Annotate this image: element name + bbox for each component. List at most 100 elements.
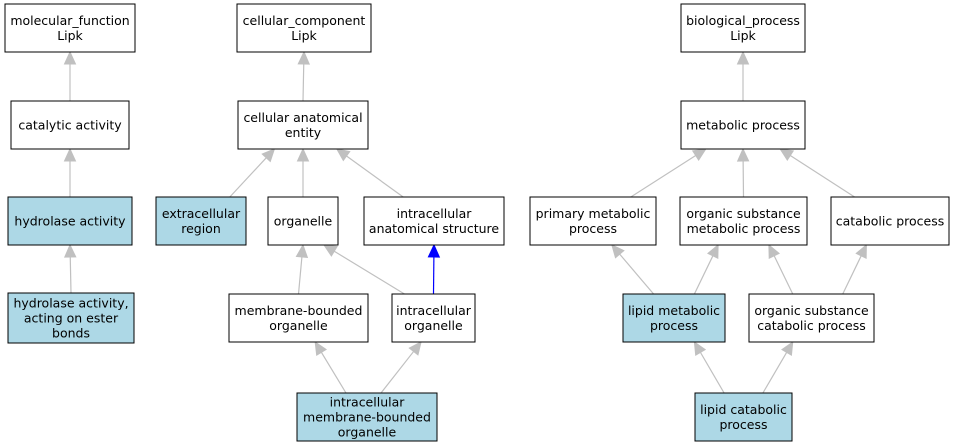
node-label: catalytic activity	[18, 118, 122, 133]
edge-line	[699, 352, 725, 394]
edge-arrowhead	[707, 243, 719, 259]
node-label: anatomical structure	[369, 221, 499, 236]
edge-line	[693, 255, 714, 295]
node-label: organelle	[269, 318, 328, 333]
node-box	[7, 196, 133, 246]
edge-line	[773, 255, 794, 295]
node-box	[694, 392, 793, 442]
edge-arrowhead	[297, 50, 311, 65]
node-catalytic[interactable]: catalytic activity	[10, 100, 130, 150]
edge-line	[346, 155, 404, 198]
node-label: primary metabolic	[536, 206, 651, 221]
node-label: lipid catabolic	[700, 402, 787, 417]
edge-arrowhead	[408, 341, 422, 356]
edge-arrowhead	[736, 147, 750, 162]
edge-lipid_cat-to-lipid_met	[693, 340, 725, 394]
node-catabolic[interactable]: catabolic process	[830, 196, 950, 246]
edge-hydrolase_ester-to-hydrolase	[63, 243, 77, 294]
edge-line	[619, 253, 655, 295]
node-label: membrane-bounded	[303, 410, 431, 425]
edge-arrowhead	[693, 340, 707, 356]
edge-arrowhead	[768, 243, 781, 259]
node-box	[228, 293, 369, 343]
node-box	[748, 293, 875, 343]
edge-extracellular-to-cae	[229, 148, 276, 198]
edge-organelle-to-cae	[296, 147, 310, 197]
node-box	[7, 292, 135, 344]
edge-mbo-to-organelle	[295, 243, 309, 295]
node-label: process	[650, 318, 698, 333]
node-hydrolase[interactable]: hydrolase activity	[7, 196, 133, 246]
edge-arrowhead	[63, 50, 77, 65]
edges-layer	[63, 50, 867, 394]
edge-imbo-to-io	[380, 341, 422, 394]
node-box	[680, 3, 806, 53]
edge-line	[333, 250, 405, 295]
edge-line	[297, 256, 303, 295]
edge-arrowhead	[779, 148, 795, 162]
node-label: organelle	[274, 214, 333, 229]
edge-io-to-ias	[427, 243, 441, 295]
node-label: metabolic process	[687, 221, 801, 236]
node-box	[679, 196, 808, 246]
node-box	[4, 3, 136, 53]
node-box	[529, 196, 657, 246]
node-label: acting on ester	[24, 311, 119, 326]
node-metabolic[interactable]: metabolic process	[680, 100, 806, 150]
edge-io-to-organelle	[322, 244, 405, 295]
node-label: extracellular	[162, 206, 241, 221]
node-label: intracellular	[397, 206, 473, 221]
edge-arrowhead	[736, 50, 750, 65]
node-box	[267, 196, 339, 246]
node-label: membrane-bounded	[235, 303, 363, 318]
edge-metabolic-to-bp_root	[736, 50, 750, 101]
edge-line	[320, 351, 347, 394]
node-label: catabolic process	[836, 214, 945, 229]
node-label: process	[719, 417, 767, 432]
node-label: hydrolase activity,	[13, 296, 128, 311]
node-label: organic substance	[686, 206, 801, 221]
node-label: metabolic process	[686, 118, 800, 133]
node-label: organelle	[404, 318, 463, 333]
edge-line	[789, 155, 855, 198]
edge-arrowhead	[63, 243, 77, 258]
node-label: lipid metabolic	[628, 303, 720, 318]
node-label: intracellular	[396, 303, 472, 318]
node-organelle[interactable]: organelle	[267, 196, 339, 246]
edge-arrowhead	[855, 243, 867, 259]
edge-line	[842, 255, 862, 295]
node-label: region	[181, 221, 221, 236]
edge-line	[69, 256, 72, 294]
edge-oscp-to-osmp	[768, 243, 794, 295]
node-label: molecular_function	[10, 13, 129, 28]
edge-catalytic-to-mf_root	[63, 50, 77, 101]
node-label: cellular_component	[243, 13, 366, 28]
node-box	[237, 100, 369, 150]
node-box	[391, 293, 476, 343]
node-label: Lipk	[291, 28, 317, 43]
edge-line	[229, 157, 267, 198]
edge-lipid_met-to-osmp	[693, 243, 719, 295]
node-label: biological_process	[686, 13, 800, 28]
node-box	[155, 196, 247, 246]
edge-catabolic-to-metabolic	[779, 148, 855, 198]
edge-arrowhead	[691, 148, 707, 162]
node-label: intracellular	[330, 395, 406, 410]
